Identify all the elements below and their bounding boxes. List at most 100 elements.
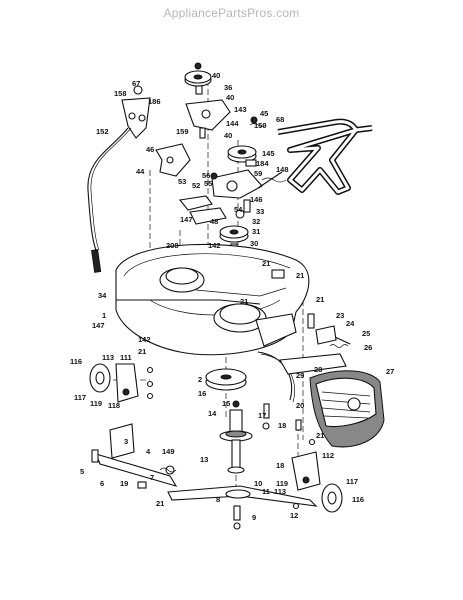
callout-label: 152 — [96, 127, 109, 136]
callout-labels: 40 36 40 67 158 186 143 45 144 150 159 4… — [70, 71, 394, 522]
discharge-chute — [279, 329, 385, 448]
center-pulley — [227, 145, 257, 163]
callout-label: 146 — [250, 195, 263, 204]
callout-label: 184 — [256, 159, 269, 168]
callout-label: 40 — [212, 71, 220, 80]
callout-label: 7 — [150, 473, 154, 482]
idler-spacer-stack — [178, 195, 251, 225]
blade-spindle — [219, 409, 253, 474]
callout-label: 68 — [276, 115, 284, 124]
callout-label: 27 — [386, 367, 394, 376]
callout-label: 13 — [200, 455, 208, 464]
callout-label: 53 — [178, 177, 186, 186]
left-gauge-wheel — [89, 363, 154, 403]
callout-label: 48 — [210, 217, 218, 226]
callout-label: 147 — [92, 321, 105, 330]
callout-label: 16 — [198, 389, 206, 398]
callout-label: 21 — [240, 297, 248, 306]
callout-label: 28 — [314, 365, 322, 374]
callout-label: 112 — [322, 451, 334, 460]
mower-blade — [167, 485, 318, 530]
callout-label: 21 — [262, 259, 270, 268]
callout-label: 113 — [274, 487, 286, 496]
callout-label: 21 — [296, 271, 304, 280]
callout-label: 117 — [74, 393, 86, 402]
callout-label: 119 — [90, 399, 102, 408]
callout-label: 18 — [278, 421, 286, 430]
callout-label: 44 — [136, 167, 145, 176]
top-idler-pulley — [184, 62, 212, 95]
callout-label: 29 — [296, 371, 304, 380]
callout-label: 119 — [276, 479, 288, 488]
callout-label: 21 — [316, 431, 324, 440]
callout-label: 23 — [336, 311, 344, 320]
callout-label: 52 — [192, 181, 200, 190]
callout-label: 46 — [146, 145, 154, 154]
callout-label: 24 — [346, 319, 355, 328]
callout-label: 36 — [224, 83, 232, 92]
callout-label: 54 — [234, 205, 243, 214]
drive-belt — [277, 118, 373, 195]
callout-label: 143 — [234, 105, 247, 114]
callout-label: 117 — [346, 477, 358, 486]
callout-label: 186 — [148, 97, 161, 106]
spindle-pulley — [205, 368, 247, 408]
callout-label: 67 — [132, 79, 140, 88]
mounting-bolts — [262, 403, 302, 431]
chute-hinge — [307, 313, 337, 345]
callout-label: 148 — [276, 165, 289, 174]
callout-label: 147 — [180, 215, 193, 224]
callout-label: 111 — [120, 353, 132, 362]
callout-label: 25 — [362, 329, 370, 338]
callout-label: 2 — [198, 375, 202, 384]
callout-label: 116 — [70, 357, 82, 366]
callout-label: 145 — [262, 149, 275, 158]
callout-label: 20 — [296, 401, 304, 410]
spring-rod — [257, 171, 283, 189]
callout-label: 21 — [156, 499, 164, 508]
callout-label: 150 — [254, 121, 267, 130]
callout-label: 5 — [80, 467, 84, 476]
callout-label: 21 — [316, 295, 324, 304]
callout-label: 10 — [254, 479, 262, 488]
callout-label: 11 — [262, 487, 270, 496]
callout-label: 21 — [138, 347, 146, 356]
belt-guide — [155, 143, 191, 177]
callout-label: 17 — [258, 411, 266, 420]
callout-label: 14 — [208, 409, 217, 418]
callout-label: 59 — [254, 169, 262, 178]
callout-label: 1 — [102, 311, 106, 320]
callout-label: 149 — [162, 447, 175, 456]
callout-label: 113 — [102, 353, 114, 362]
callout-label: 26 — [364, 343, 372, 352]
callout-label: 12 — [290, 511, 298, 520]
callout-label: 142 — [208, 241, 221, 250]
callout-label: 159 — [176, 127, 189, 136]
watermark: AppliancePartsPros.com — [163, 6, 300, 20]
callout-label: 45 — [260, 109, 268, 118]
callout-label: 31 — [252, 227, 260, 236]
callout-label: 40 — [226, 93, 234, 102]
cable — [87, 127, 132, 273]
callout-label: 158 — [114, 89, 127, 98]
callout-label: 144 — [226, 119, 239, 128]
deck-lift-bracket — [121, 85, 151, 139]
callout-label: 8 — [216, 495, 220, 504]
callout-label: 142 — [138, 335, 151, 344]
callout-label: 30 — [250, 239, 258, 248]
callout-label: 116 — [352, 495, 364, 504]
callout-label: 34 — [98, 291, 107, 300]
callout-label: 6 — [100, 479, 104, 488]
right-gauge-wheel — [291, 438, 343, 513]
callout-label: 4 — [146, 447, 151, 456]
callout-label: 118 — [108, 401, 120, 410]
deck-hanger-arm — [91, 423, 178, 489]
idler-bracket — [185, 99, 267, 139]
idler-arm — [210, 159, 287, 199]
callout-label: 208 — [166, 241, 179, 250]
callout-label: 15 — [222, 399, 230, 408]
callout-label: 19 — [120, 479, 128, 488]
callout-label: 40 — [224, 131, 232, 140]
callout-label: 33 — [256, 207, 264, 216]
